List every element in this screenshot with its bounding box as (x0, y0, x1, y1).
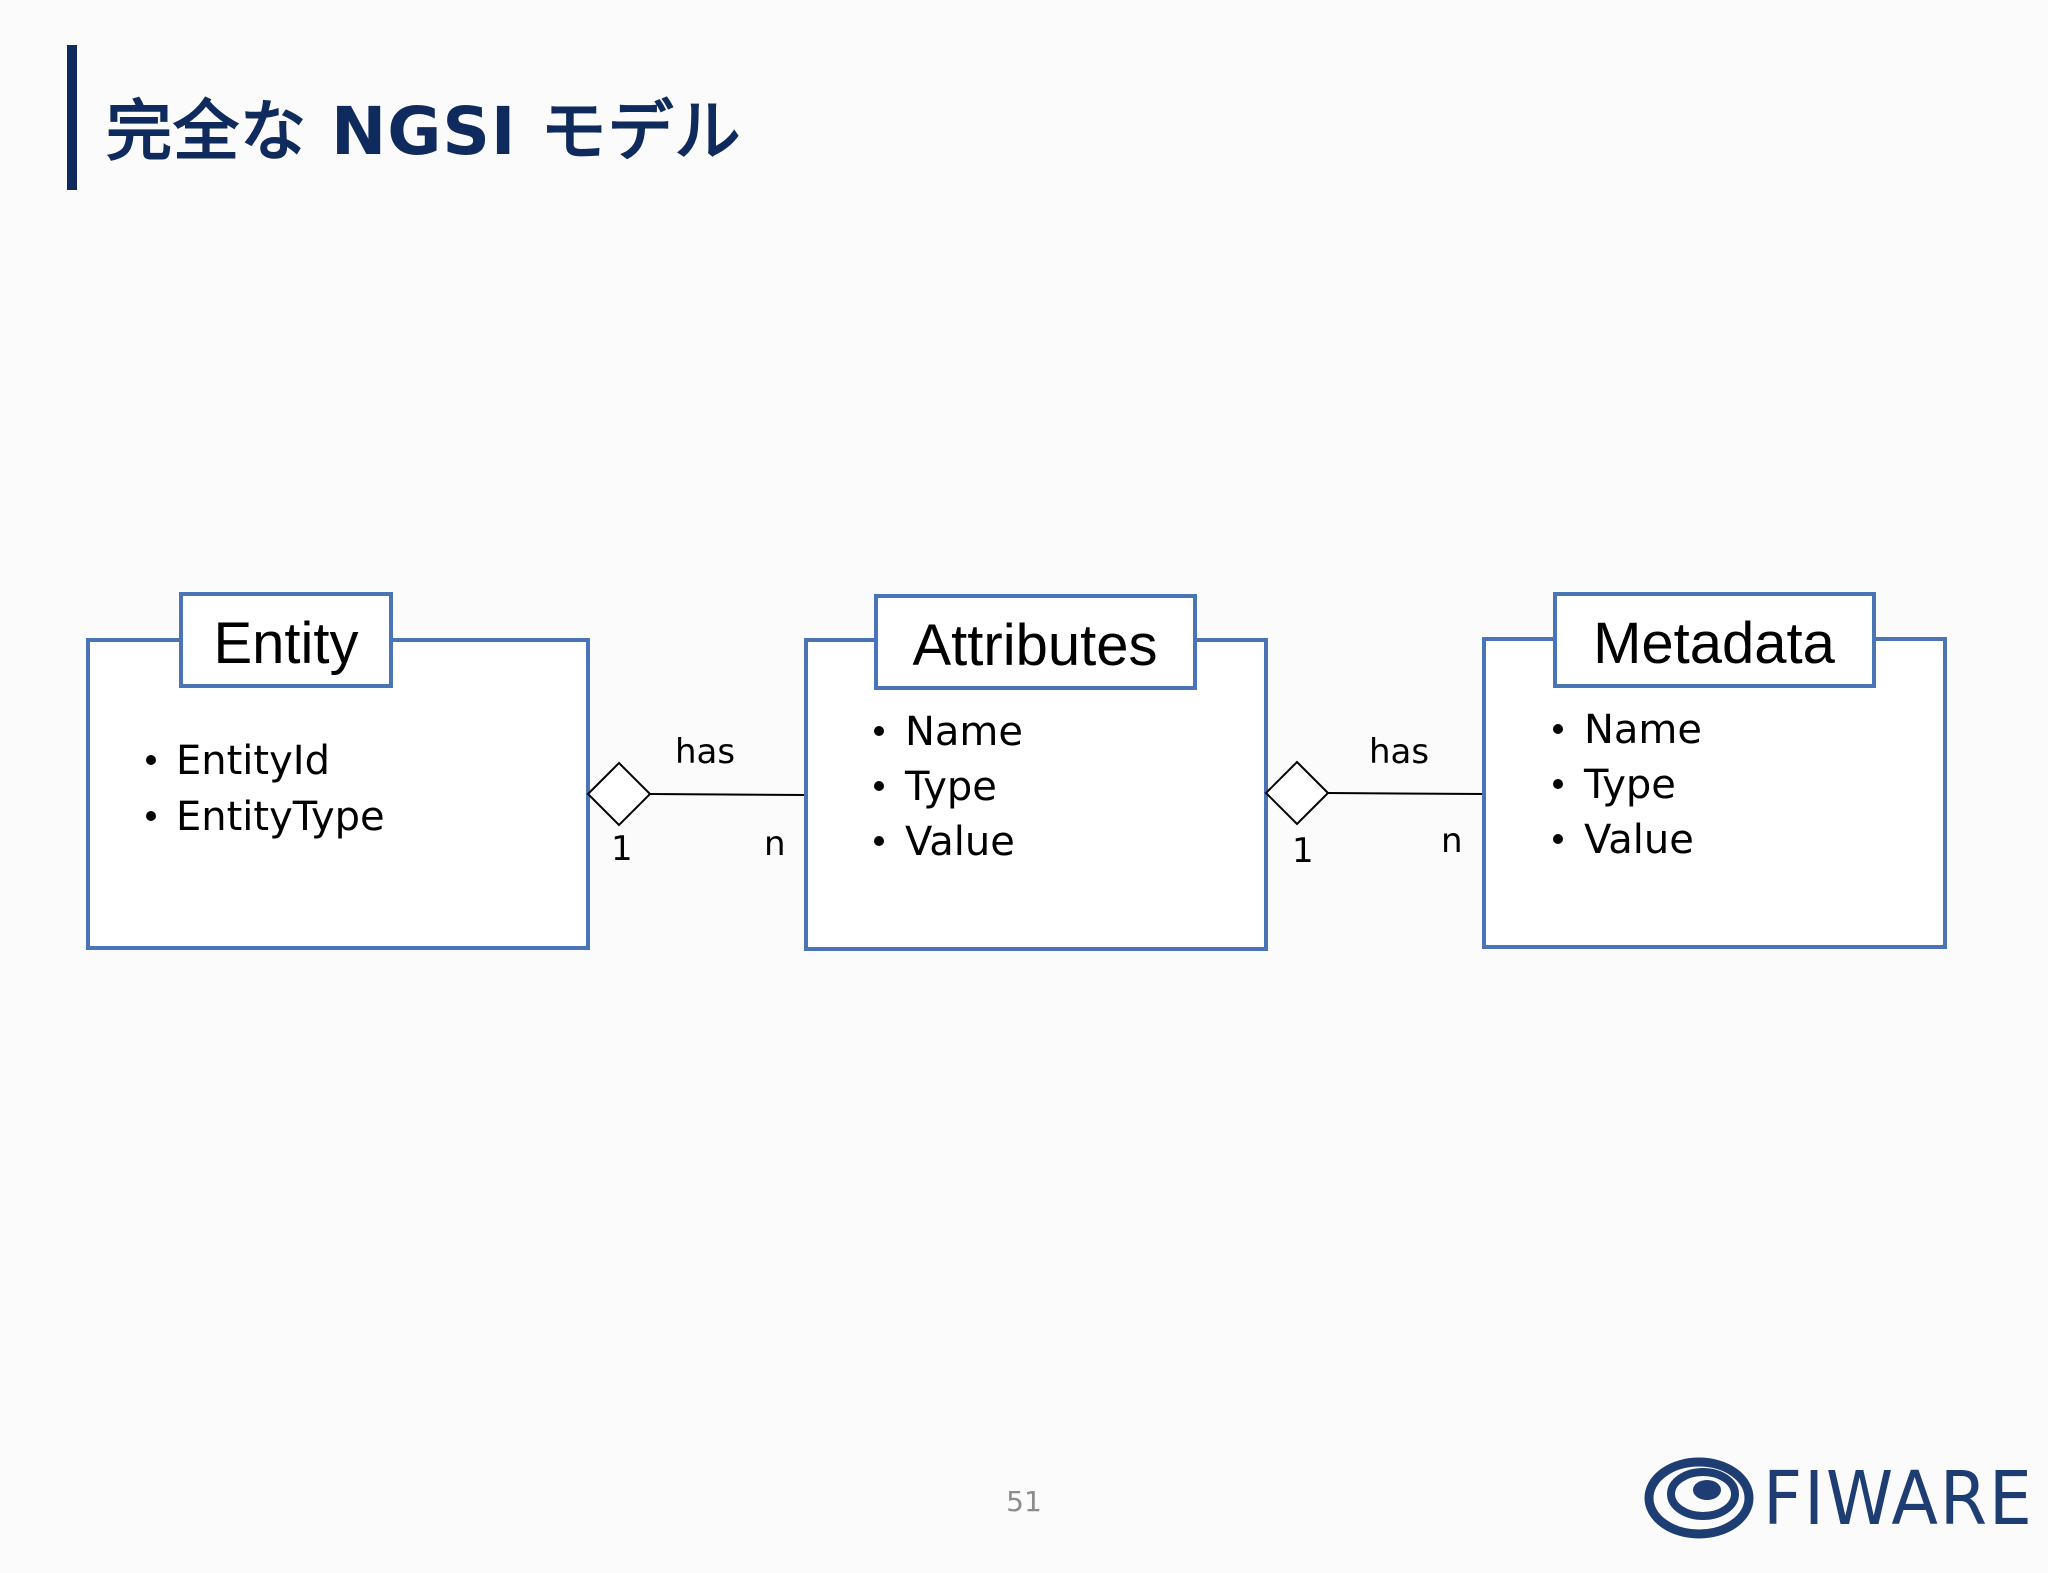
multiplicity-one: 1 (1292, 831, 1314, 871)
entity-item-id: EntityId (176, 738, 330, 784)
bullet-icon (874, 836, 884, 846)
bullet-icon (1553, 724, 1563, 734)
aggregation-diamond-icon (586, 761, 652, 827)
relation-line (649, 793, 807, 796)
bullet-icon (146, 755, 156, 765)
attributes-title: Attributes (913, 613, 1158, 678)
attributes-item-name: Name (905, 709, 1023, 755)
bullet-icon (874, 726, 884, 736)
entity-item-type: EntityType (176, 794, 385, 840)
aggregation-diamond-icon (1264, 760, 1330, 826)
entity-box (86, 638, 590, 950)
attributes-box (804, 638, 1268, 951)
bullet-icon (146, 811, 156, 821)
fiware-logo-text: FIWARE (1763, 1456, 2034, 1542)
multiplicity-many: n (764, 824, 786, 864)
entity-title: Entity (213, 611, 358, 676)
slide-title: 完全な NGSI モデル (106, 93, 742, 170)
title-accent-bar (67, 45, 77, 190)
relation-label: has (675, 732, 735, 772)
metadata-title-box (1553, 592, 1876, 688)
entity-title-box (179, 592, 393, 688)
attributes-title-box (874, 594, 1197, 690)
entity-class: Entity EntityId EntityType (86, 592, 590, 950)
attributes-item-value: Value (905, 819, 1015, 865)
fiware-swirl-icon (1644, 1457, 1754, 1539)
bullet-icon (1553, 834, 1563, 844)
relation-line (1327, 792, 1485, 795)
bullet-icon (874, 781, 884, 791)
page-number: 51 (1006, 1485, 1042, 1518)
metadata-item-name: Name (1584, 707, 1702, 753)
multiplicity-many: n (1441, 821, 1463, 861)
attributes-item-type: Type (904, 764, 997, 810)
relation-label: has (1369, 732, 1429, 772)
metadata-title: Metadata (1593, 611, 1836, 676)
metadata-class: Metadata Name Type Value (1482, 592, 1947, 949)
bullet-icon (1553, 779, 1563, 789)
metadata-item-type: Type (1583, 762, 1676, 808)
relation-entity-attributes: has 1 n (586, 732, 807, 869)
multiplicity-one: 1 (611, 829, 633, 869)
fiware-logo: FIWARE (1643, 1450, 2032, 1545)
relation-attributes-metadata: has 1 n (1264, 732, 1485, 871)
metadata-item-value: Value (1584, 817, 1694, 863)
attributes-class: Attributes Name Type Value (804, 594, 1268, 951)
